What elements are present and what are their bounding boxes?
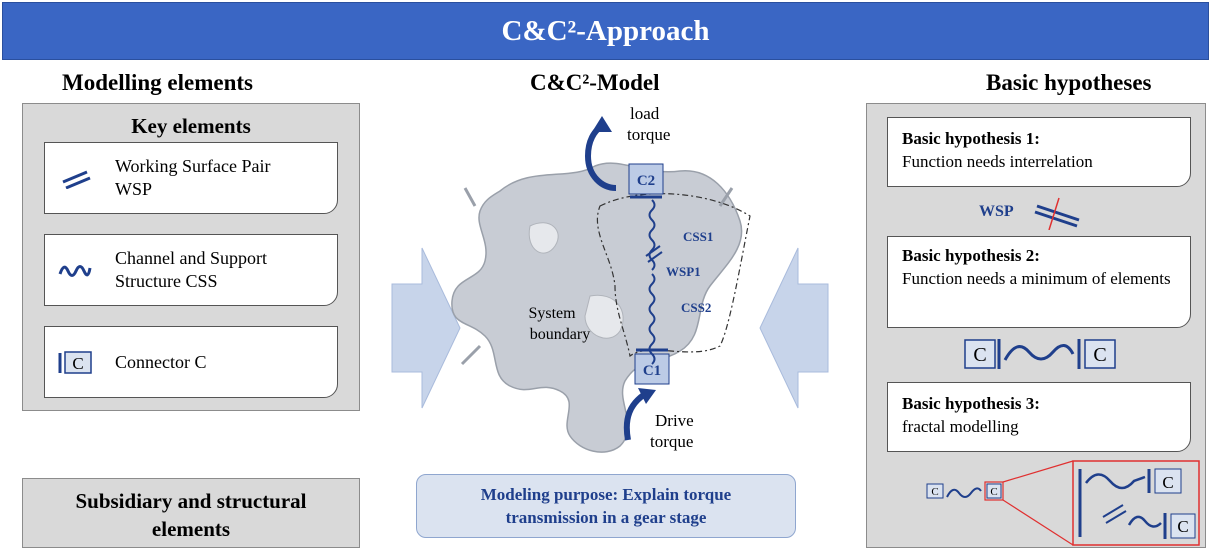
css2-label: CSS2 <box>681 300 711 315</box>
key-element-css: Channel and Support Structure CSS <box>44 234 338 306</box>
hypothesis-1-card: Basic hypothesis 1: Function needs inter… <box>887 117 1191 187</box>
hypothesis-1-title: Basic hypothesis 1: <box>902 129 1040 148</box>
right-flow-arrow <box>759 247 829 409</box>
wsp-double-line-icon <box>62 170 91 189</box>
drive-torque-arrow-icon <box>623 391 647 441</box>
hypotheses-panel: Basic hypothesis 1: Function needs inter… <box>866 103 1206 548</box>
load-label: load <box>630 104 660 123</box>
connector-icon: C <box>58 351 92 374</box>
left-flow-arrow <box>391 247 461 409</box>
subsidiary-title: Subsidiary and structural elements <box>23 487 359 543</box>
gear-pair-shape <box>451 162 743 453</box>
css-wave-icon <box>58 265 92 277</box>
min-right-connector-letter: C <box>1093 344 1106 366</box>
cross-out-icon <box>1048 197 1060 230</box>
cc2-model-illustration: load torque Drive torque C2 C1 CSS1 WSP1… <box>391 104 829 453</box>
css1-label: CSS1 <box>683 229 713 244</box>
connector-icon-letter: C <box>72 354 83 373</box>
system-label: System <box>528 305 576 322</box>
min-left-connector-letter: C <box>973 344 986 366</box>
key-element-wsp: Working Surface Pair WSP <box>44 142 338 214</box>
css-label-line1: Channel and Support <box>115 248 267 268</box>
approach-banner: C&C²-Approach <box>2 2 1209 60</box>
banner-title: C&C²-Approach <box>501 14 710 47</box>
css2-wave <box>648 273 656 365</box>
hypothesis-3-card: Basic hypothesis 3: fractal modelling <box>887 382 1191 452</box>
hypothesis-2-card: Basic hypothesis 2: Function needs a min… <box>887 236 1191 328</box>
key-elements-panel: Key elements Working Surface Pair WSP Ch… <box>22 103 360 411</box>
wsp-label-line2: WSP <box>115 179 153 199</box>
key-elements-title: Key elements <box>131 114 251 138</box>
minimum-elements-symbol: C C <box>964 339 1116 369</box>
subsidiary-title-line1: Subsidiary and structural <box>75 489 307 513</box>
model-heading: C&C²-Model <box>530 70 660 95</box>
modeling-purpose-box: Modeling purpose: Explain torque transmi… <box>416 474 796 538</box>
drive-torque-label: torque <box>650 432 693 451</box>
subsidiary-elements-panel: Subsidiary and structural elements <box>22 478 360 548</box>
key-element-connector: C Connector C <box>44 326 338 398</box>
boundary-label: boundary <box>530 326 590 343</box>
connector-c2 <box>628 163 664 195</box>
basic-hypotheses-heading: Basic hypotheses <box>986 70 1152 95</box>
hypothesis-3-title: Basic hypothesis 3: <box>902 394 1040 413</box>
fractal-large-top-letter: C <box>1162 473 1173 492</box>
fractal-small-left-letter: C <box>931 486 938 498</box>
hypothesis-3-body: fractal modelling <box>902 417 1019 436</box>
subsidiary-title-line2: elements <box>151 517 231 541</box>
purpose-line2: transmission in a gear stage <box>505 508 707 527</box>
hypothesis-1-body: Function needs interrelation <box>902 152 1093 171</box>
wsp-label-line1: Working Surface Pair <box>115 156 271 176</box>
purpose-line1: Modeling purpose: Explain torque <box>480 485 732 504</box>
modelling-elements-heading: Modelling elements <box>62 70 253 95</box>
fractal-modelling-symbol: C C C C <box>926 460 1200 546</box>
system-boundary-line <box>596 193 751 358</box>
connector-label: Connector C <box>115 352 207 372</box>
hypothesis-2-body: Function needs a minimum of elements <box>902 269 1171 288</box>
wsp-crossed-symbol: WSP <box>979 197 1080 230</box>
hypothesis-2-title: Basic hypothesis 2: <box>902 246 1040 265</box>
fractal-small-right-letter: C <box>990 486 997 498</box>
c2-label: C2 <box>637 173 655 189</box>
c1-label: C1 <box>643 363 661 379</box>
css-label-line2: Structure CSS <box>115 271 218 291</box>
connector-c1 <box>634 353 670 385</box>
wsp1-label: WSP1 <box>666 264 701 279</box>
load-torque-label: torque <box>627 125 670 144</box>
fractal-large-bottom-letter: C <box>1177 517 1188 536</box>
wsp-symbol-label: WSP <box>979 203 1014 220</box>
drive-label: Drive <box>655 411 694 430</box>
